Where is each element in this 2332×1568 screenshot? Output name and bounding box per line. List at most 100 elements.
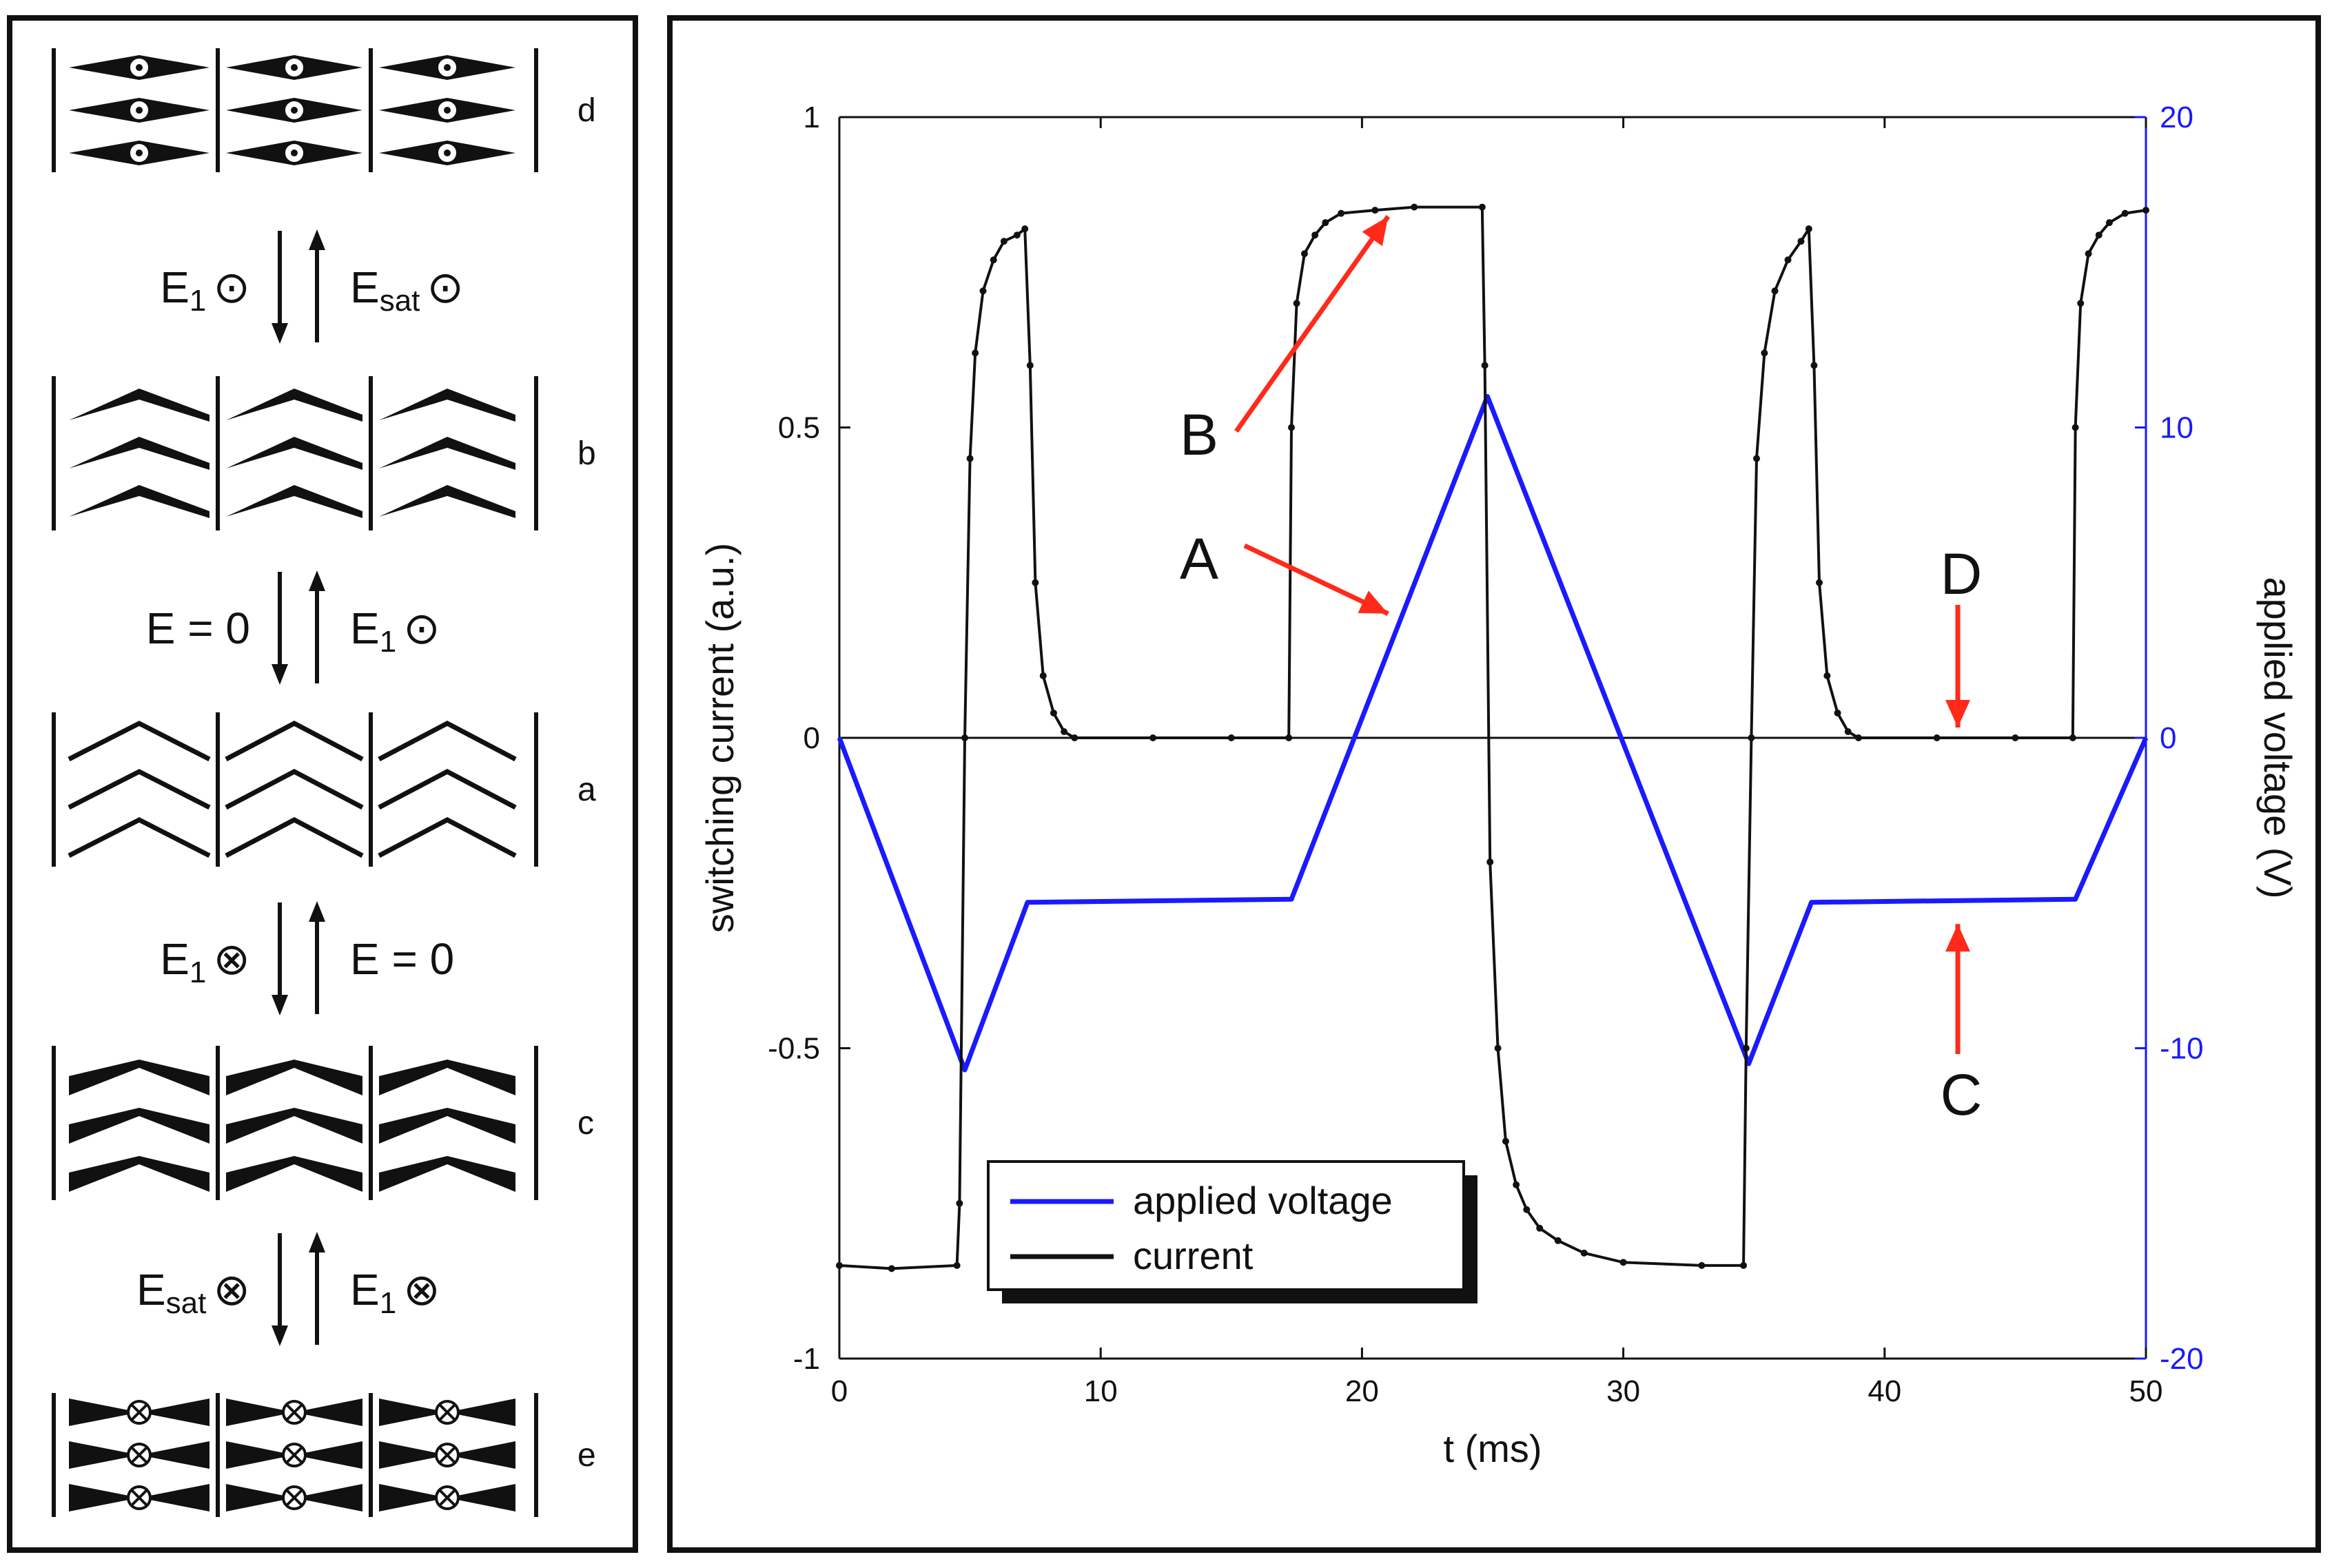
cross-mark-icon: [286, 1404, 303, 1421]
field-subscript: sat: [380, 284, 420, 318]
cone-left-shape: [69, 1399, 139, 1426]
up-arrow-icon: [309, 901, 325, 922]
chevron-wedge-shape: [69, 1156, 209, 1192]
field-subscript: 1: [380, 625, 396, 659]
down-arrow-icon: [272, 323, 288, 344]
chevron-wedge-shape: [379, 437, 515, 470]
current-data-point: [1149, 734, 1157, 741]
cone-right-shape: [139, 1441, 209, 1469]
chevron-wedge-shape: [69, 485, 209, 518]
cross-mark-icon: [286, 1489, 303, 1506]
current-data-point: [1698, 1261, 1706, 1269]
y-tick-label: -0.5: [768, 1032, 820, 1066]
transition-field-left: E1⊙: [160, 262, 250, 318]
cone-left-shape: [226, 1399, 294, 1426]
chevron-wedge-shape: [226, 389, 362, 422]
current-data-point: [961, 734, 969, 741]
cone-left-shape: [69, 1484, 139, 1512]
current-data-point: [1854, 734, 1862, 741]
y-tick-label: -1: [793, 1342, 820, 1376]
current-data-point: [1032, 579, 1039, 586]
dot-center-icon: [136, 149, 143, 156]
chevron-line-shape: [225, 817, 364, 858]
chevron-line-shape: [68, 721, 211, 762]
current-data-point: [2105, 219, 2113, 227]
current-data-point: [1050, 709, 1057, 716]
down-arrow-icon: [272, 1325, 288, 1346]
x-tick-label: 20: [1345, 1374, 1379, 1408]
cross-mark-icon: [131, 1404, 147, 1421]
current-data-point: [1494, 1044, 1502, 1052]
current-data-point: [956, 1199, 963, 1207]
layer-row-e: e: [52, 1393, 596, 1517]
current-data-point: [1784, 256, 1792, 264]
cone-right-shape: [294, 1399, 362, 1426]
cross-mark-icon: [286, 1447, 303, 1463]
transition-field-right: E1⊗: [350, 1265, 440, 1320]
chevron-wedge-shape: [379, 1060, 515, 1095]
current-data-point: [1823, 672, 1831, 679]
current-data-point: [2121, 209, 2129, 217]
x-tick-label: 50: [2129, 1374, 2163, 1408]
dot-center-icon: [136, 107, 143, 114]
transition-1: E1⊙ Esat⊙: [160, 229, 464, 344]
transition-field-right: Esat⊙: [350, 262, 464, 318]
layer-row-a: a: [52, 712, 596, 867]
legend-entry: applied voltage: [1133, 1179, 1393, 1222]
chevron-wedge-shape: [379, 1156, 515, 1192]
series-line-applied-voltage: [837, 393, 2149, 1073]
current-data-point: [836, 1261, 843, 1269]
current-data-point: [979, 287, 987, 295]
cone-left-shape: [69, 1441, 139, 1469]
chevron-line-shape: [68, 769, 211, 810]
annotation-arrow-b-shaft: [1234, 215, 1391, 433]
cone-right-shape: [294, 1484, 362, 1512]
dot-center-icon: [291, 107, 298, 114]
chevron-line-shape: [225, 721, 364, 762]
current-data-point: [1834, 709, 1841, 716]
annotation-arrow-a-head-icon: [1358, 590, 1389, 614]
field-name: E: [160, 934, 190, 984]
chevron-wedge-shape: [69, 437, 209, 470]
chevron-wedge-shape: [226, 485, 362, 518]
chevron-line-shape: [225, 769, 364, 810]
chevron-wedge-shape: [379, 485, 515, 518]
cone-right-shape: [447, 1441, 515, 1469]
transition-3: E1⊗E = 0: [160, 901, 454, 1015]
transition-field-left: E = 0: [146, 604, 250, 653]
row-label: a: [577, 772, 596, 808]
chevron-line-shape: [68, 817, 211, 858]
current-data-point: [1523, 1206, 1531, 1213]
annotation-label-B: B: [1180, 402, 1218, 467]
field-direction-icon: ⊗: [403, 1265, 440, 1314]
current-data-point: [888, 1265, 895, 1272]
up-arrow-icon: [309, 1232, 325, 1252]
cross-mark-icon: [131, 1489, 147, 1506]
cross-mark-icon: [439, 1489, 456, 1506]
cone-right-shape: [139, 1484, 209, 1512]
current-data-point: [966, 455, 974, 462]
field-name: E: [350, 604, 380, 653]
row-label: d: [577, 92, 596, 129]
up-arrow-icon: [309, 229, 325, 250]
cone-right-shape: [294, 1441, 362, 1469]
y2-tick-label: 20: [2160, 101, 2193, 134]
annotation-label-A: A: [1180, 526, 1218, 591]
current-data-point: [1619, 1259, 1627, 1266]
x-axis-label: t (ms): [1443, 1427, 1542, 1470]
current-data-point: [1742, 1044, 1750, 1052]
current-data-point: [1371, 207, 1379, 214]
layer-row-b: b: [52, 376, 596, 530]
current-data-point: [1311, 231, 1319, 239]
cone-left-shape: [379, 1484, 447, 1512]
current-data-point: [1771, 287, 1779, 295]
current-data-point: [1322, 219, 1329, 227]
current-data-point: [1740, 1261, 1748, 1269]
field-subscript: sat: [166, 1286, 207, 1320]
current-data-point: [2077, 300, 2085, 307]
field-name: E: [136, 1265, 166, 1314]
cone-right-shape: [139, 1399, 209, 1426]
x-tick-label: 10: [1084, 1374, 1118, 1408]
